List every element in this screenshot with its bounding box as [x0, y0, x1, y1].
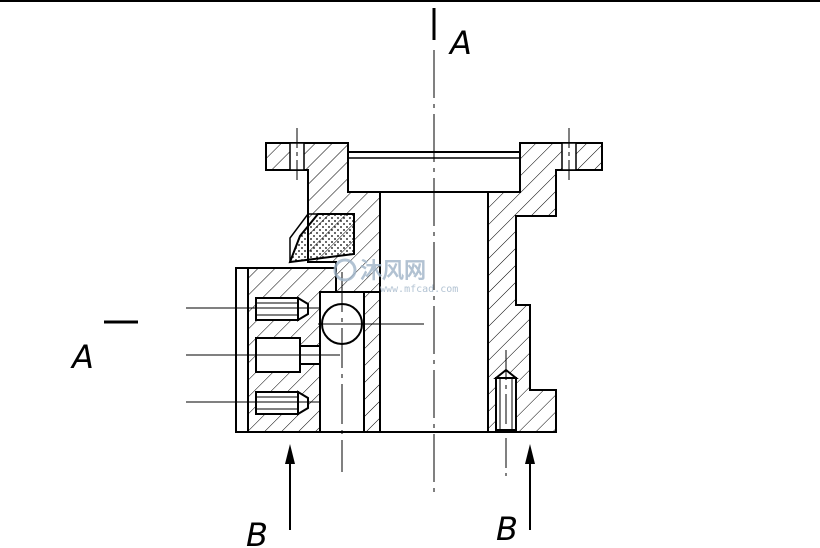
- center-lines: [186, 50, 570, 496]
- seal-chamfer: [289, 213, 320, 263]
- label-view-b-right: B: [496, 510, 518, 548]
- watermark-logo-icon: [333, 258, 357, 282]
- arrow-b-left-head: [285, 444, 295, 464]
- arrow-b-right-head: [525, 444, 535, 464]
- label-section-a-top: A: [448, 24, 472, 62]
- watermark-url: www.mfcad.com: [380, 284, 458, 295]
- base-plate: [235, 267, 249, 433]
- lower-screw-tip: [297, 390, 309, 416]
- lower-screw: [255, 391, 299, 415]
- watermark-text: 沐风网: [360, 259, 426, 284]
- upper-screw: [255, 297, 299, 321]
- watermark: 沐风网 www.mfcad.com: [333, 258, 458, 295]
- label-view-b-left: B: [246, 516, 268, 548]
- upper-screw-tip: [297, 296, 309, 322]
- label-section-a-left: A: [70, 338, 94, 376]
- left-wall-section: [363, 291, 381, 433]
